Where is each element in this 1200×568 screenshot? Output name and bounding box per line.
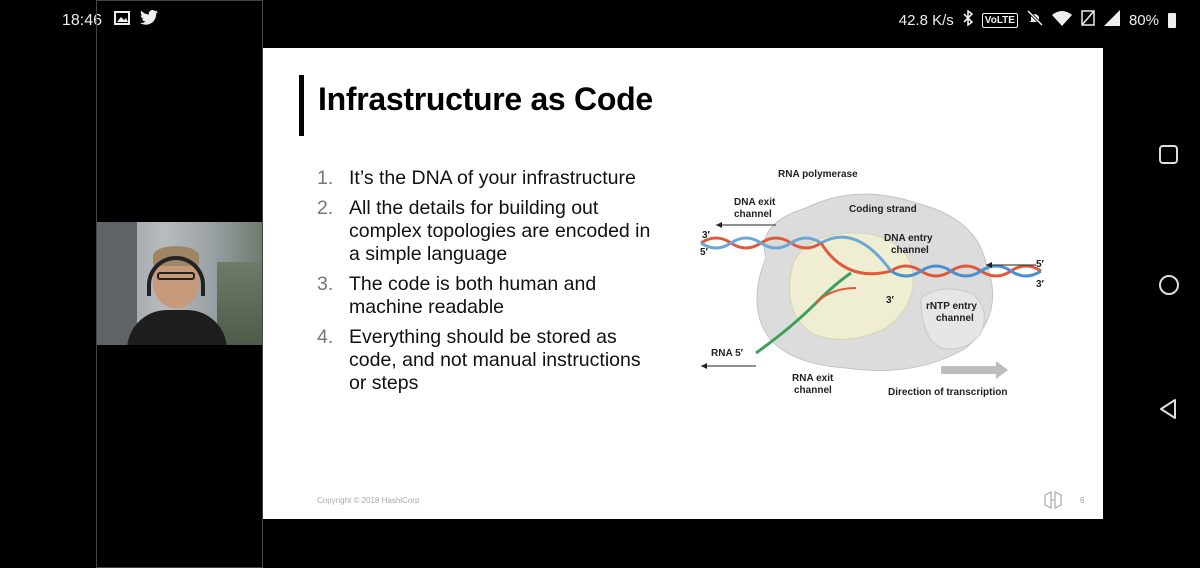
list-item: 2.All the details for building out compl… — [317, 197, 651, 265]
volte-badge: VoLTE — [981, 12, 1018, 28]
slide-title: Infrastructure as Code — [318, 81, 653, 117]
label-rntp-entry: rNTP entry — [926, 301, 977, 312]
bluetooth-icon — [963, 9, 973, 30]
video-background — [97, 222, 137, 345]
footer-copyright: Copyright © 2018 HashiCorp — [317, 496, 420, 505]
dna-transcription-diagram: RNA polymerase DNA exit channel Coding s… — [696, 163, 1048, 403]
headset — [147, 256, 205, 296]
home-button[interactable] — [1158, 274, 1180, 301]
mute-icon — [1026, 9, 1044, 30]
battery-percent: 80% — [1128, 11, 1159, 29]
presentation-slide: Infrastructure as Code 1.It’s the DNA of… — [263, 48, 1103, 519]
label-3-prime-rntp: 3′ — [886, 295, 895, 306]
person-body — [127, 310, 227, 345]
status-bar: 18:46 42.8 K/s VoLTE 80% — [0, 0, 1200, 40]
clock: 18:46 — [62, 12, 103, 29]
title-accent-bar — [299, 75, 304, 136]
label-direction: Direction of transcription — [888, 387, 1007, 398]
label-rna-exit: RNA exit — [792, 373, 834, 384]
label-rna-5: RNA 5′ — [711, 348, 744, 359]
list-item: 3.The code is both human and machine rea… — [317, 273, 597, 318]
twitter-icon — [140, 10, 158, 30]
bullet-list: 1.It’s the DNA of your infrastructure 2.… — [317, 167, 662, 402]
hashicorp-logo-icon — [1043, 490, 1063, 515]
battery-icon — [1168, 12, 1176, 28]
list-item: 1.It’s the DNA of your infrastructure — [317, 167, 636, 189]
label-rntp-channel: channel — [936, 313, 974, 324]
label-dna-entry-channel: channel — [891, 245, 929, 256]
label-3-prime-left: 3′ — [702, 230, 711, 241]
list-item: 4.Everything should be stored as code, a… — [317, 326, 641, 394]
label-5-prime-right: 5′ — [1036, 259, 1045, 270]
image-icon — [114, 10, 130, 30]
label-dna-exit-channel: channel — [734, 209, 772, 220]
recents-button[interactable] — [1158, 144, 1180, 171]
wifi-icon — [1051, 10, 1072, 30]
label-5-prime-left: 5′ — [700, 247, 709, 258]
label-3-prime-right: 3′ — [1036, 279, 1045, 290]
sim-icon — [1081, 10, 1095, 30]
label-dna-exit: DNA exit — [734, 197, 776, 208]
signal-icon — [1103, 10, 1120, 30]
label-dna-entry: DNA entry — [884, 233, 933, 244]
navigation-bar — [1150, 0, 1190, 568]
label-coding-strand: Coding strand — [849, 204, 917, 215]
back-button[interactable] — [1158, 398, 1180, 425]
label-rna-exit-channel: channel — [794, 385, 832, 396]
participant-video[interactable] — [97, 222, 262, 345]
page-number: 6 — [1080, 496, 1085, 505]
video-window — [217, 262, 262, 345]
label-rna-polymerase: RNA polymerase — [778, 169, 858, 180]
network-speed: 42.8 K/s — [898, 11, 954, 29]
